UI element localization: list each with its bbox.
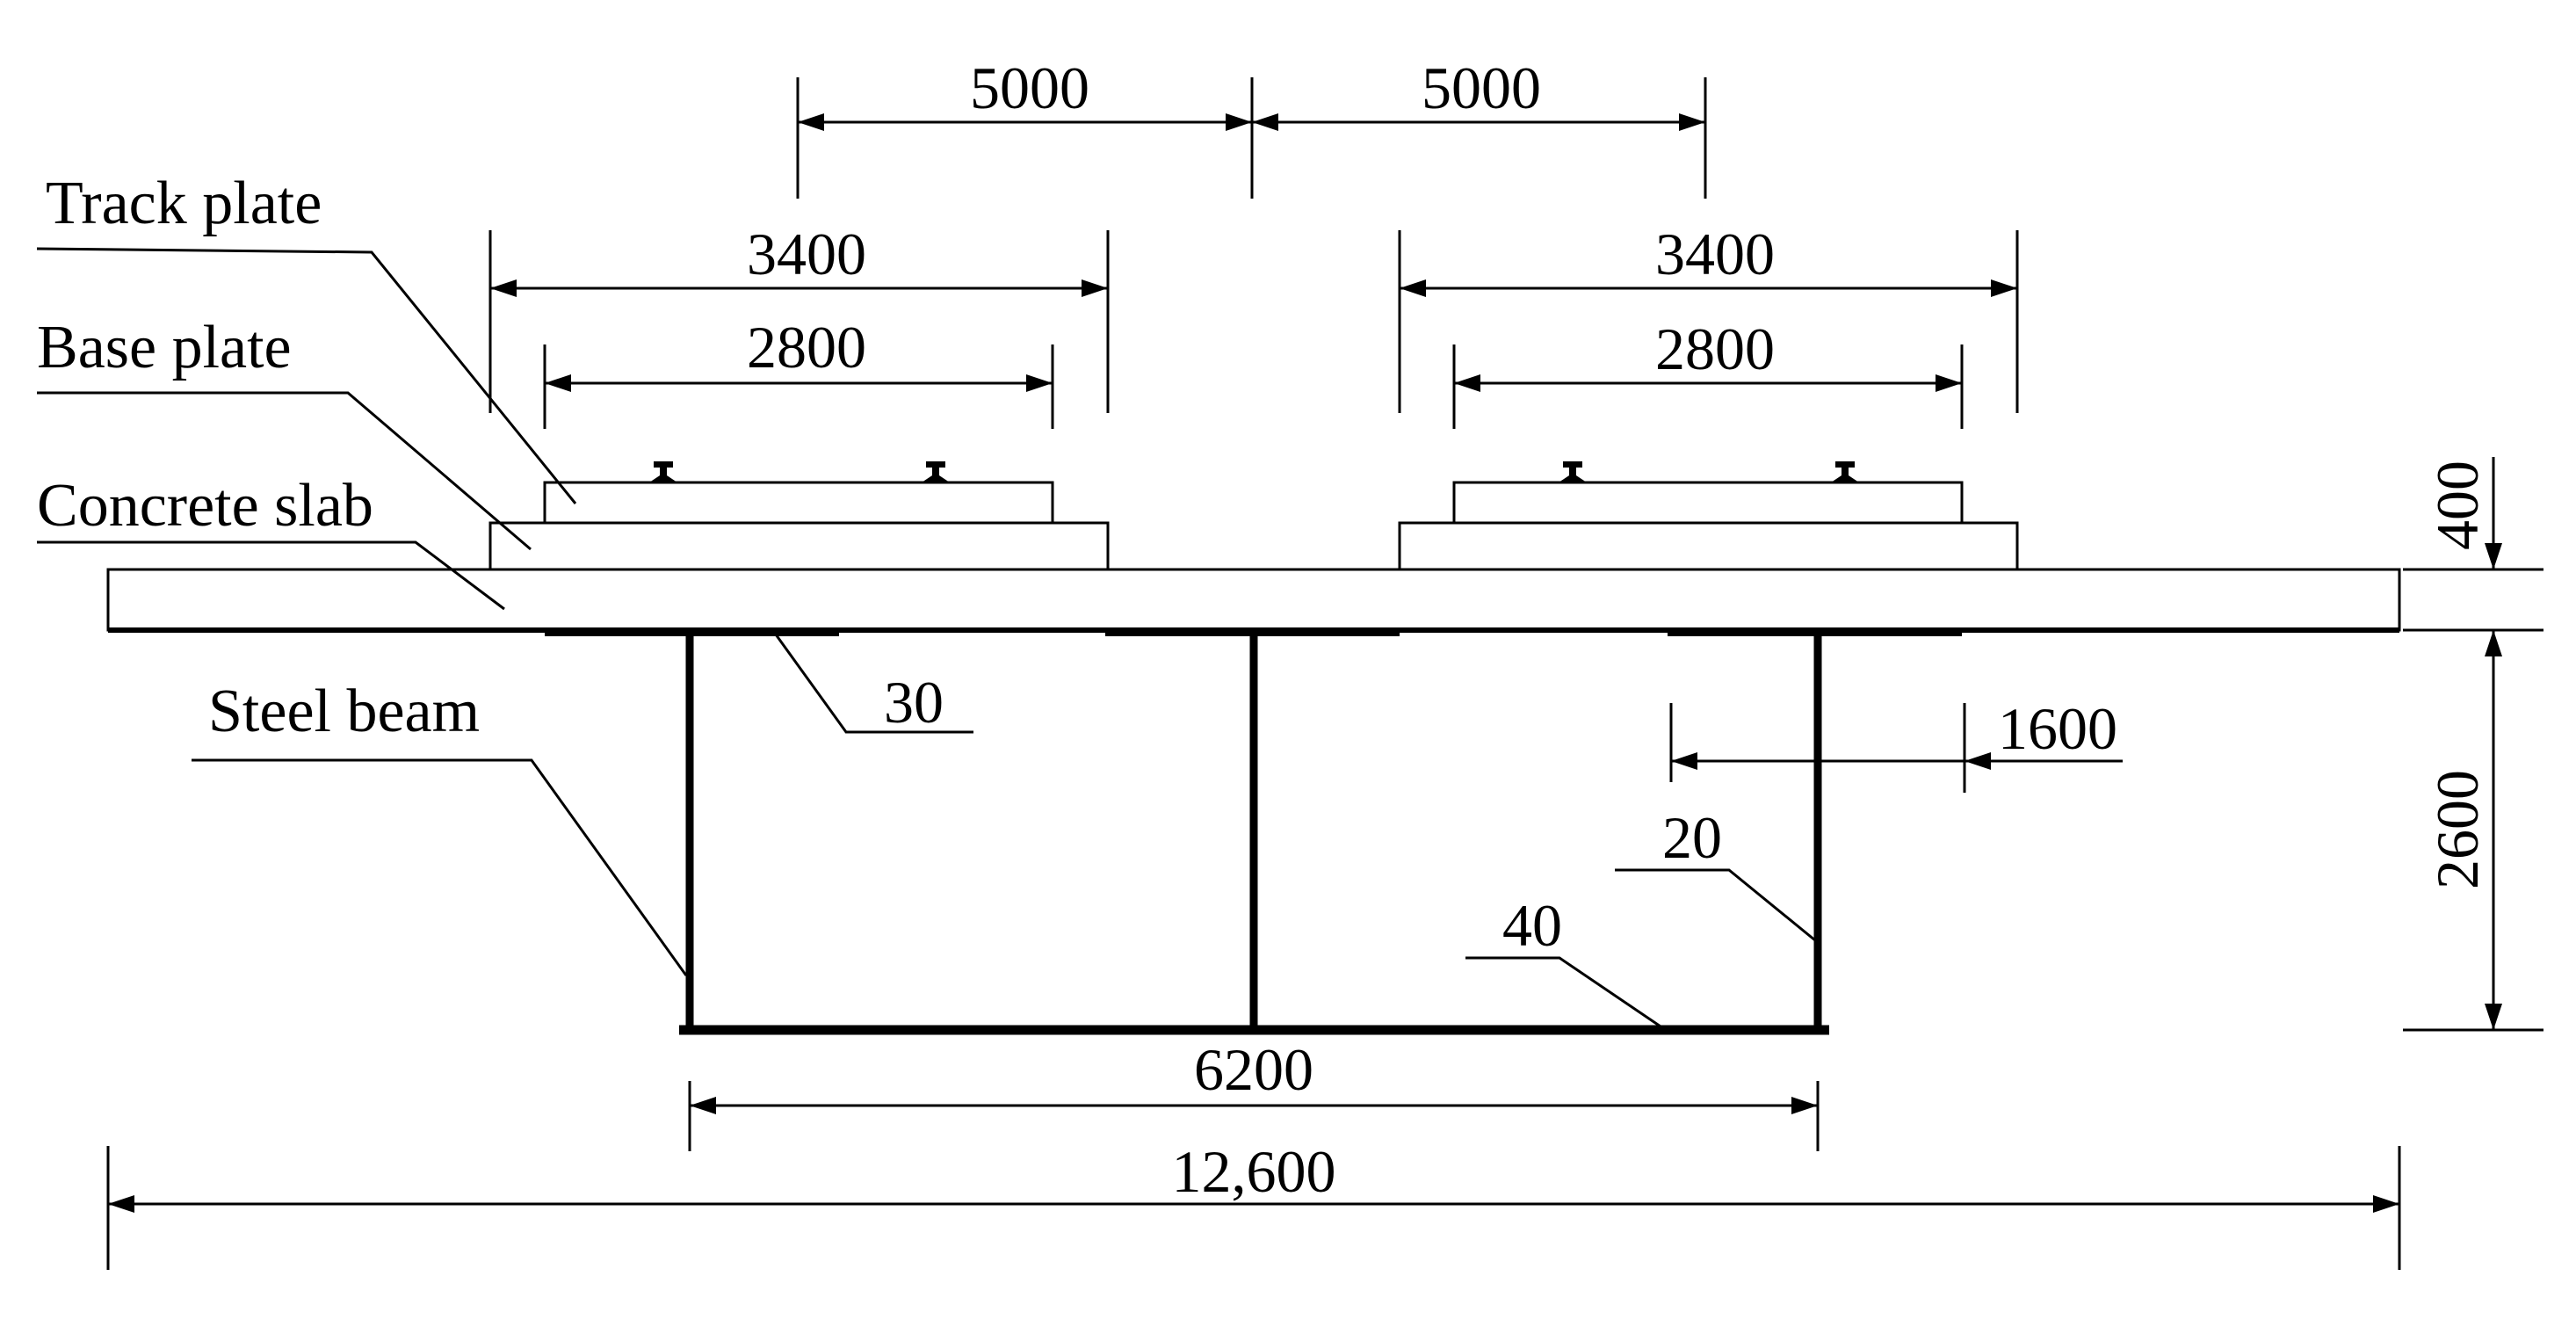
track-plate-leader: [36, 247, 577, 504]
rail-icon: [649, 461, 677, 482]
dim-text-2600: 2600: [2424, 770, 2491, 889]
dim-text-12600: 12,600: [1172, 1138, 1336, 1205]
dim-text-30: 30: [884, 669, 944, 736]
dim-text-1600: 1600: [1998, 695, 2117, 762]
dim-text-6200: 6200: [1194, 1036, 1313, 1103]
leader-lines: [36, 247, 1816, 1028]
dim-text-3400-right: 3400: [1655, 221, 1775, 287]
dim-text-3400-left: 3400: [747, 221, 866, 287]
web-leader: [1615, 868, 1816, 942]
rail-icon: [922, 461, 950, 482]
track-plate-left: [543, 481, 1054, 525]
dimension-lines: [106, 77, 2543, 1270]
rail-icon: [1831, 461, 1859, 482]
dim-text-20: 20: [1662, 804, 1722, 871]
base-plate-left: [488, 521, 1110, 571]
label-track-plate: Track plate: [46, 170, 322, 237]
label-base-plate: Base plate: [37, 314, 292, 381]
dim-text-400: 400: [2424, 460, 2491, 550]
base-plate-leader: [37, 391, 532, 551]
concrete-slab: [106, 568, 2401, 632]
bottom-flange-leader: [1465, 956, 1661, 1028]
dim-text-40: 40: [1502, 892, 1562, 959]
steel-beam: [545, 629, 1962, 1035]
concrete-slab-leader: [37, 540, 505, 611]
track-plate-right: [1452, 481, 1964, 525]
dim-text-5000-left: 5000: [970, 54, 1089, 121]
dim-text-2800-left: 2800: [747, 314, 866, 381]
steel-beam-leader: [192, 758, 688, 976]
base-plate-right: [1398, 521, 2019, 571]
dim-text-2800-right: 2800: [1655, 315, 1775, 382]
dim-text-5000-right: 5000: [1422, 54, 1541, 121]
top-flange-leader: [774, 634, 973, 734]
label-steel-beam: Steel beam: [208, 678, 480, 745]
rail-icon: [1559, 461, 1587, 482]
label-concrete-slab: Concrete slab: [37, 472, 373, 540]
